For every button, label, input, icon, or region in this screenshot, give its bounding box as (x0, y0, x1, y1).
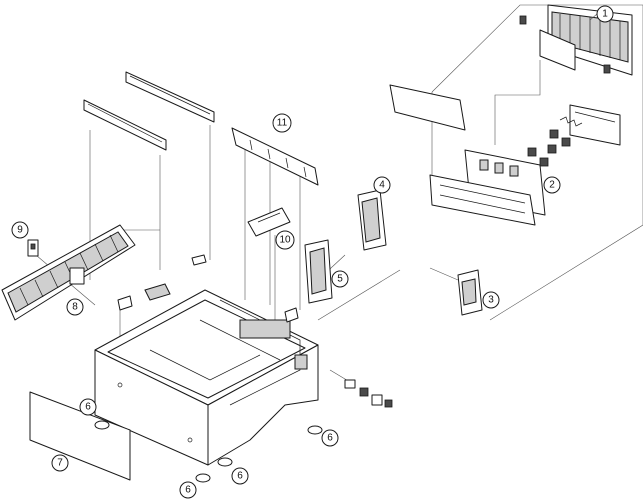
top-rails (83, 71, 215, 151)
part-8-left-panel (1, 224, 136, 321)
main-tray-body (94, 254, 319, 466)
part-4-bracket (357, 189, 387, 251)
part-11-guide (231, 127, 319, 186)
callout-6d-label: 6 (185, 485, 191, 496)
small-connector-parts (344, 379, 393, 408)
callout-2-label: 2 (549, 180, 555, 191)
callout-6b: 6 (321, 429, 339, 447)
callout-6b-label: 6 (327, 433, 333, 444)
part-5-bracket (304, 239, 333, 304)
callout-8-label: 8 (72, 302, 78, 313)
assembly-leader-lines (29, 4, 643, 386)
callout-6d: 6 (179, 481, 197, 499)
part-9-latch (27, 239, 39, 257)
callout-6c: 6 (231, 467, 249, 485)
callout-10-label: 10 (279, 235, 291, 246)
callout-6a: 6 (79, 398, 97, 416)
part-1-rear-grille (519, 4, 633, 76)
callout-10: 10 (275, 230, 295, 250)
part-7-front-cover (29, 391, 131, 481)
callout-5: 5 (331, 270, 349, 288)
callout-11-label: 11 (277, 118, 288, 129)
part-2-feed-assembly (389, 84, 621, 226)
callout-8: 8 (66, 298, 84, 316)
callout-4: 4 (373, 176, 391, 194)
part-10-plate (247, 207, 291, 237)
callout-3: 3 (482, 291, 500, 309)
part-6-feet (94, 420, 323, 483)
callout-7: 7 (51, 454, 69, 472)
callout-11: 11 (272, 113, 292, 133)
callout-2: 2 (543, 176, 561, 194)
callout-6a-label: 6 (85, 402, 91, 413)
callout-6c-label: 6 (237, 471, 243, 482)
callout-1-label: 1 (602, 9, 608, 20)
callout-5-label: 5 (337, 274, 343, 285)
callout-9-label: 9 (17, 225, 23, 236)
callout-9: 9 (11, 221, 29, 239)
callout-1: 1 (589, 5, 614, 23)
callout-7-label: 7 (57, 458, 63, 469)
callout-3-label: 3 (488, 295, 494, 306)
part-3-side-bracket (457, 269, 483, 316)
callout-4-label: 4 (379, 180, 385, 191)
